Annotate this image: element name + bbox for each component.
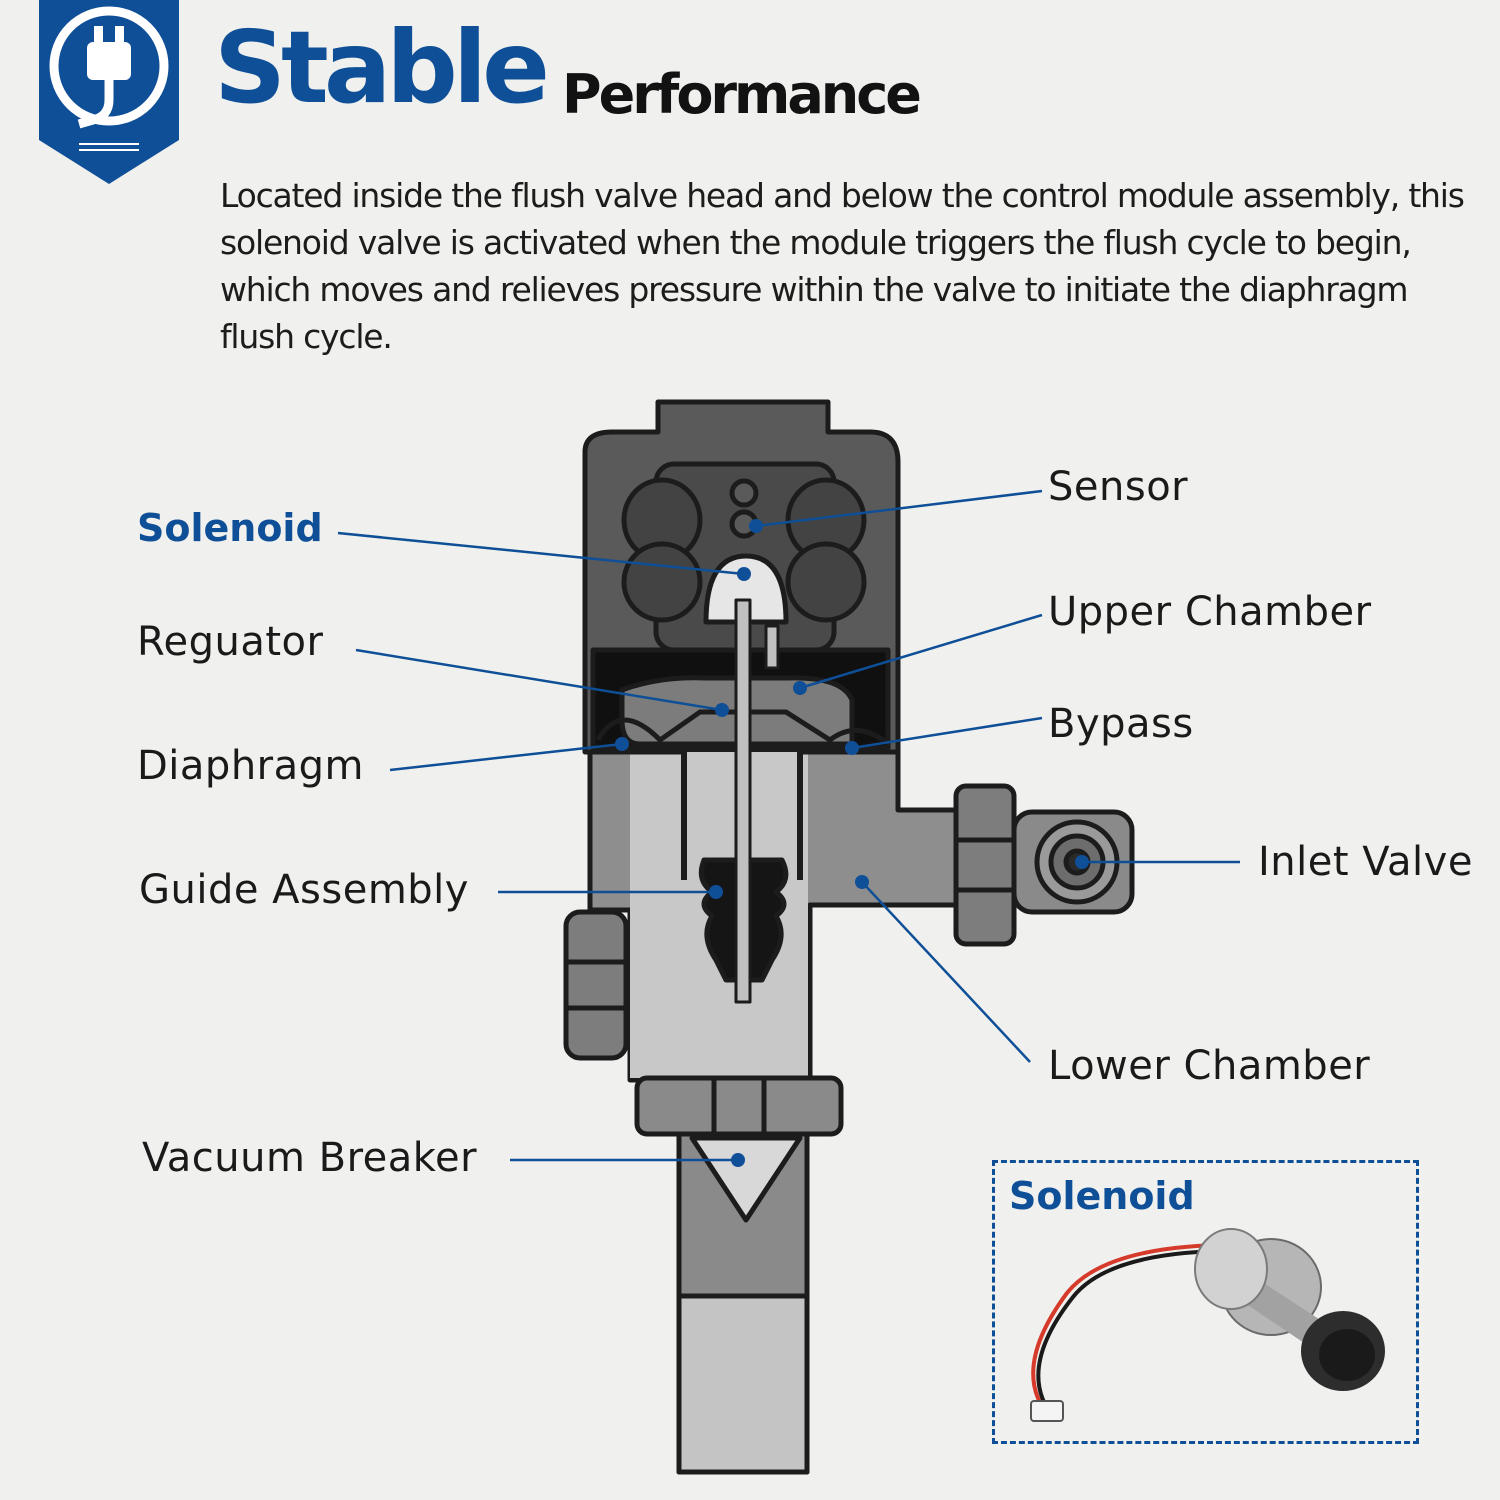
page-title: Stable [214,9,550,126]
label-guide-assembly: Guide Assembly [139,867,469,913]
label-lower-chamber: Lower Chamber [1048,1043,1371,1089]
inset-title: Solenoid [1009,1174,1195,1218]
solenoid-component-photo [1030,1228,1385,1422]
page-subtitle: Performance [562,63,922,126]
label-upper-chamber: Upper Chamber [1048,589,1372,635]
label-sensor: Sensor [1048,464,1189,510]
label-vacuum-breaker: Vacuum Breaker [142,1135,478,1181]
label-regulator: Reguator [137,619,324,665]
label-solenoid: Solenoid [137,506,323,550]
description-text: Located inside the flush valve head and … [220,176,1465,356]
solenoid-inset: Solenoid [992,1160,1419,1444]
label-inlet-valve: Inlet Valve [1258,839,1473,885]
label-diaphragm: Diaphragm [137,743,364,789]
label-bypass: Bypass [1048,701,1194,747]
power-plug-icon [39,0,179,184]
